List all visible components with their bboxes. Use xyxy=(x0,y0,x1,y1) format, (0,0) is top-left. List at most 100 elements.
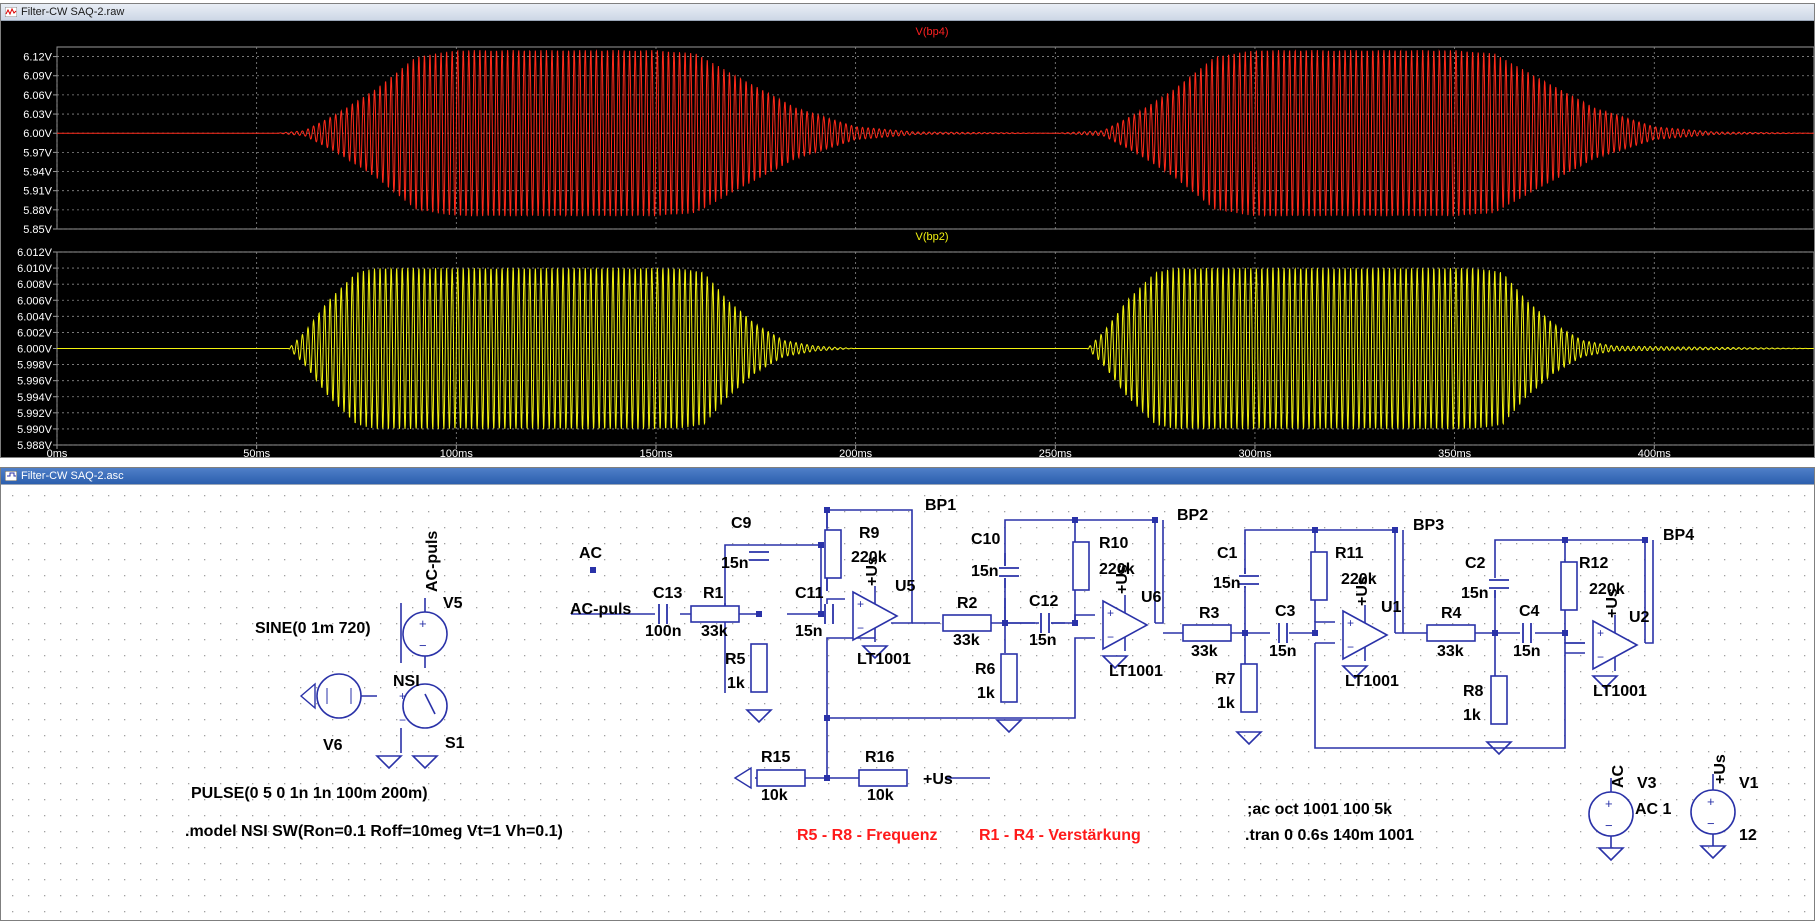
label-Us-U2: +Us xyxy=(1604,588,1621,618)
schematic-window-title: Filter-CW SAQ-2.asc xyxy=(21,470,124,482)
plot-pane-2[interactable]: V(bp2)6.012V6.010V6.008V6.006V6.004V6.00… xyxy=(17,231,1814,452)
voltage-source-V3[interactable]: +− xyxy=(1588,778,1634,848)
resistor-R3[interactable] xyxy=(1182,624,1232,642)
junction-dot xyxy=(824,507,830,513)
svg-text:+: + xyxy=(1597,626,1604,640)
junction-dot xyxy=(1242,630,1248,636)
capacitor-C10[interactable] xyxy=(999,566,1019,578)
resistor-R7[interactable] xyxy=(1240,663,1258,713)
net-BP3: BP3 xyxy=(1413,517,1444,534)
capacitor-C13[interactable] xyxy=(657,604,669,624)
resistor-R2[interactable] xyxy=(942,614,992,632)
junction-dot xyxy=(1562,630,1568,636)
waveform-titlebar[interactable]: Filter-CW SAQ-2.raw xyxy=(1,4,1814,21)
svg-text:−: − xyxy=(1605,818,1613,833)
resistor-R1[interactable] xyxy=(690,605,740,623)
schematic-titlebar[interactable]: Filter-CW SAQ-2.asc xyxy=(1,468,1814,485)
label-Us-U1: +Us xyxy=(1354,576,1371,606)
wire xyxy=(1245,621,1335,634)
note-frequenz: R5 - R8 - Frequenz xyxy=(797,827,937,844)
resistor-R16[interactable] xyxy=(858,769,908,787)
svg-text:+: + xyxy=(399,689,406,703)
opamp-U2[interactable]: +− xyxy=(1592,615,1639,671)
resistor-R9[interactable] xyxy=(824,529,842,579)
label-R2: R2 xyxy=(957,595,978,612)
net-V1-Us: +Us xyxy=(1712,754,1729,784)
resistor-R4[interactable] xyxy=(1426,624,1476,642)
waveform-window-icon xyxy=(5,7,17,17)
resistor-R5[interactable] xyxy=(750,643,768,693)
resistor-R8[interactable] xyxy=(1490,675,1508,725)
y-tick-label: 5.996V xyxy=(17,376,53,388)
resistor-R10[interactable] xyxy=(1072,541,1090,591)
junction-dot xyxy=(824,715,830,721)
value-R5: 1k xyxy=(727,675,745,692)
voltage-source-V1[interactable]: +− xyxy=(1690,774,1736,846)
junction-dot xyxy=(1642,537,1648,543)
svg-text:+: + xyxy=(1707,794,1715,809)
value-V3: AC 1 xyxy=(1635,801,1672,818)
opamp-U5[interactable]: +− xyxy=(852,586,899,642)
ground-icon xyxy=(1591,675,1619,690)
label-R1: R1 xyxy=(703,585,724,602)
y-tick-label: 6.006V xyxy=(17,295,53,307)
x-tick-label: 100ms xyxy=(440,448,474,457)
capacitor-C9[interactable] xyxy=(749,550,769,562)
schematic-window[interactable]: Filter-CW SAQ-2.asc xyxy=(0,467,1815,921)
y-tick-label: 6.010V xyxy=(17,263,53,275)
y-tick-label: 6.00V xyxy=(23,128,52,140)
svg-text:+: + xyxy=(857,597,864,611)
net-V3-AC: AC xyxy=(1610,764,1627,788)
resistor-R15[interactable] xyxy=(756,769,806,787)
value-C11: 15n xyxy=(795,623,823,640)
plot-pane-1[interactable]: V(bp4)6.12V6.09V6.06V6.03V6.00V5.97V5.94… xyxy=(23,26,1814,236)
switch-S1[interactable]: +− xyxy=(399,683,448,729)
model-U2: LT1001 xyxy=(1593,683,1647,700)
x-tick-label: 300ms xyxy=(1238,448,1272,457)
schematic-canvas[interactable]: +−+−+−+−+−+−+−+− C13100nR133kC915nC1115n… xyxy=(5,488,1810,918)
y-tick-label: 6.002V xyxy=(17,327,53,339)
y-tick-label: 6.000V xyxy=(17,344,53,356)
resistor-R11[interactable] xyxy=(1310,551,1328,601)
label-R6: R6 xyxy=(975,661,996,678)
label-C9: C9 xyxy=(731,515,752,532)
capacitor-C1[interactable] xyxy=(1239,574,1259,586)
voltage-source-V5[interactable]: +− xyxy=(402,598,448,668)
trace-V(bp2) xyxy=(57,267,1814,430)
x-tick-label: 200ms xyxy=(839,448,873,457)
wire xyxy=(724,544,822,614)
svg-text:−: − xyxy=(1597,650,1604,664)
capacitor-C3[interactable] xyxy=(1277,623,1289,643)
opamp-U1[interactable]: +− xyxy=(1342,605,1389,661)
capacitor-C12[interactable] xyxy=(1039,613,1051,633)
schematic-grid xyxy=(5,488,1810,918)
capacitor-C2[interactable] xyxy=(1489,578,1509,590)
svg-text:+: + xyxy=(1107,606,1114,620)
voltage-source-V6[interactable] xyxy=(299,673,362,719)
value-V1: 12 xyxy=(1739,827,1757,844)
label-R8: R8 xyxy=(1463,683,1484,700)
ground-icon xyxy=(745,709,773,724)
components: +−+−+−+−+−+−+−+− xyxy=(299,507,1736,862)
resistor-R12[interactable] xyxy=(1560,561,1578,611)
junction-dot xyxy=(1492,630,1498,636)
label-C4: C4 xyxy=(1519,603,1540,620)
value-R4: 33k xyxy=(1437,643,1464,660)
y-tick-label: 5.992V xyxy=(17,408,53,420)
value-C12: 15n xyxy=(1029,632,1057,649)
x-tick-label: 350ms xyxy=(1438,448,1472,457)
wire xyxy=(1155,520,1164,624)
trace-label[interactable]: V(bp2) xyxy=(916,231,949,243)
ground-icon xyxy=(1699,845,1727,860)
y-tick-label: 6.09V xyxy=(23,71,52,83)
label-U5: U5 xyxy=(895,578,916,595)
waveform-plot-area[interactable]: V(bp4)6.12V6.09V6.06V6.03V6.00V5.97V5.94… xyxy=(1,21,1814,457)
y-tick-label: 5.88V xyxy=(23,205,52,217)
ground-icon xyxy=(995,719,1023,734)
capacitor-C11[interactable] xyxy=(823,604,835,624)
capacitor-C4[interactable] xyxy=(1521,623,1533,643)
trace-label[interactable]: V(bp4) xyxy=(916,26,949,38)
resistor-R6[interactable] xyxy=(1000,653,1018,703)
opamp-U6[interactable]: +− xyxy=(1102,595,1149,651)
